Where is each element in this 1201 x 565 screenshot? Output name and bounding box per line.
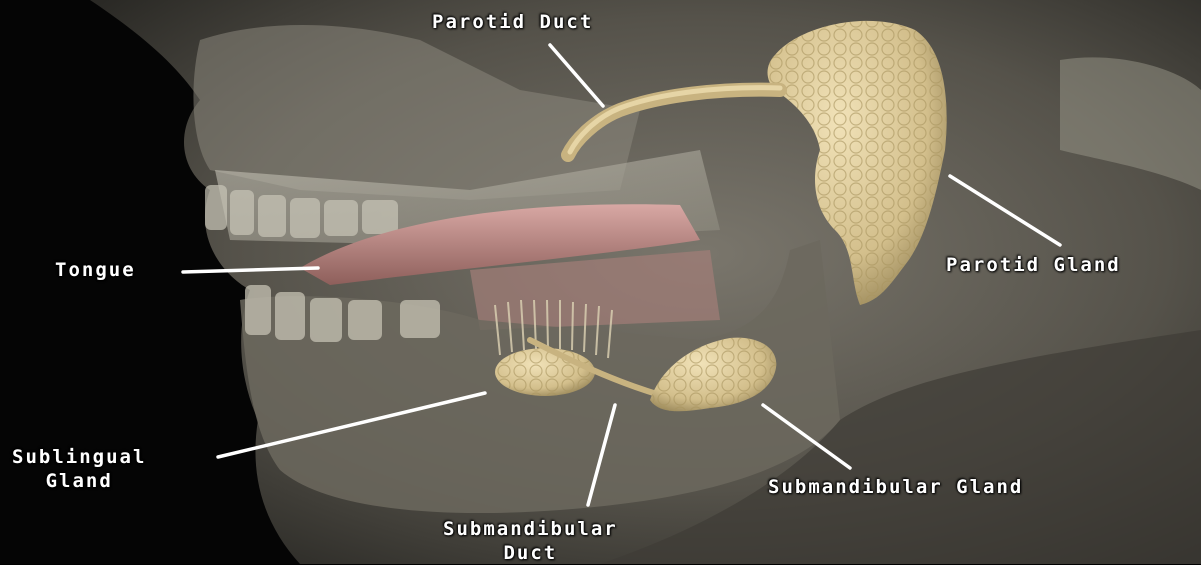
label-sublingual-gland: Sublingual Gland xyxy=(12,445,146,493)
sublingual-gland-lobules xyxy=(495,348,595,396)
label-parotid-duct: Parotid Duct xyxy=(432,10,593,34)
label-tongue: Tongue xyxy=(55,258,136,282)
label-parotid-gland: Parotid Gland xyxy=(946,253,1121,277)
label-submandibular-gland: Submandibular Gland xyxy=(768,475,1023,499)
label-submandibular-duct: Submandibular Duct xyxy=(443,517,618,565)
